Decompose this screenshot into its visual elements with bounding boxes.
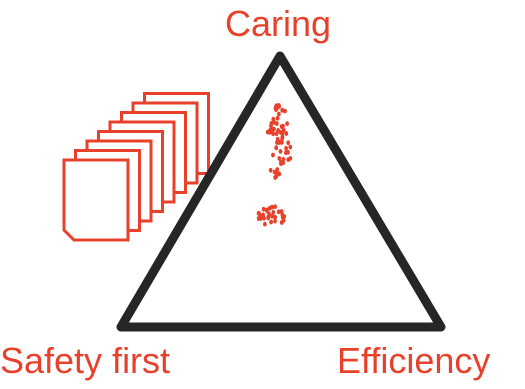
dot	[279, 220, 284, 225]
dot	[281, 127, 286, 133]
dot	[268, 167, 273, 173]
dot	[286, 157, 291, 163]
triangle-outline	[116, 51, 446, 332]
dot	[270, 204, 274, 210]
dot	[286, 140, 291, 146]
dot	[277, 139, 282, 145]
dot	[274, 103, 278, 109]
dot	[280, 134, 285, 140]
dot	[277, 156, 282, 161]
page-sheet	[62, 158, 130, 242]
dot	[268, 127, 272, 133]
dot	[271, 116, 276, 122]
dot	[275, 167, 280, 172]
dot	[285, 121, 289, 126]
dot	[272, 126, 276, 132]
dot	[284, 150, 288, 156]
dot	[272, 169, 277, 175]
dot	[265, 208, 269, 214]
dot	[281, 160, 286, 166]
dot	[274, 145, 279, 151]
label-efficiency: Efficiency	[337, 340, 491, 381]
dot	[278, 129, 283, 135]
dot	[278, 149, 283, 154]
dot	[271, 152, 275, 158]
dot	[256, 210, 261, 216]
dot	[275, 115, 280, 121]
dotted-exclamation-icon	[256, 103, 293, 227]
dot	[263, 221, 267, 227]
dot	[269, 121, 274, 126]
label-caring: Caring	[225, 3, 332, 44]
stacked-pages-icon	[62, 92, 210, 242]
dot	[288, 144, 293, 150]
dot	[284, 131, 289, 136]
dot	[273, 214, 278, 220]
dot	[274, 121, 279, 126]
dot	[273, 204, 277, 210]
dot	[281, 156, 286, 162]
dot	[271, 210, 276, 215]
label-safety-first: Safety first	[0, 340, 171, 381]
dot	[281, 123, 285, 129]
dot	[274, 173, 279, 179]
dot	[273, 218, 277, 224]
dot	[274, 131, 279, 137]
dot	[276, 209, 281, 215]
dot	[277, 171, 282, 177]
dot	[275, 140, 279, 145]
dot	[280, 212, 285, 218]
dot	[269, 219, 273, 225]
dot	[266, 214, 271, 220]
dot	[284, 145, 288, 151]
dot	[271, 131, 275, 137]
dot	[277, 111, 281, 117]
dot	[261, 206, 266, 212]
dot	[283, 108, 287, 114]
dot	[270, 213, 275, 219]
